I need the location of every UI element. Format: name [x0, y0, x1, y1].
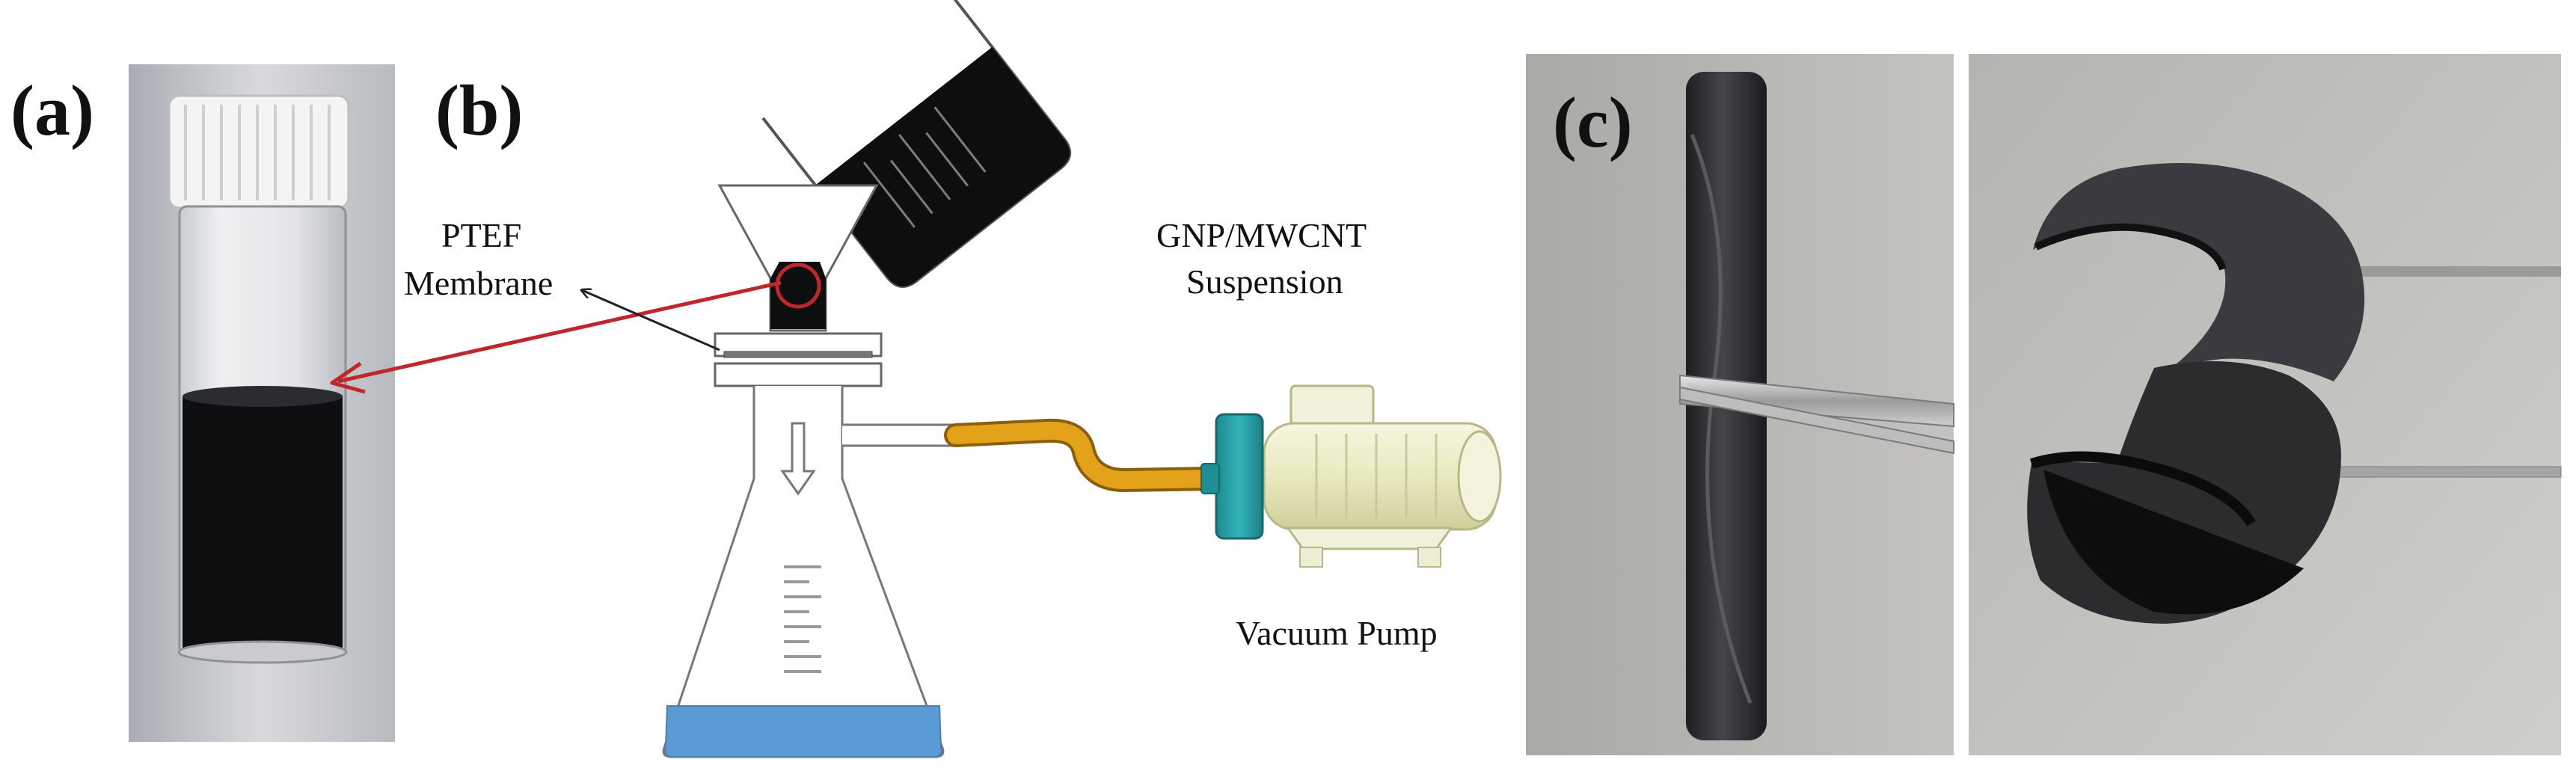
clamp-plate-bottom — [714, 362, 883, 387]
panel-label-c: (c) — [1553, 82, 1633, 162]
membrane-highlight-circle — [775, 262, 821, 309]
membrane-label-line2: Membrane — [404, 264, 553, 302]
vial-base — [177, 640, 348, 664]
rod-top — [2356, 266, 2561, 277]
flask-side-arm — [842, 423, 957, 447]
panel-label-b: (b) — [435, 70, 523, 150]
cap-ridges — [184, 105, 331, 200]
pump-top-box — [1289, 384, 1375, 429]
beaker-graduations — [862, 106, 987, 228]
filtrate — [664, 705, 942, 758]
panel-b: (b) — [330, 0, 1502, 758]
panel-c: (c) — [1526, 54, 2562, 755]
pump-end-cap — [1457, 430, 1502, 523]
rolled-film-photo: (c) — [1526, 54, 1954, 755]
beaker-suspension — [815, 46, 1070, 286]
suspension-label-line2: Suspension — [1186, 262, 1343, 301]
red-arrow-head — [330, 361, 366, 394]
vial-suspension — [183, 389, 343, 654]
vial-photo — [129, 64, 395, 742]
membrane-pointer-arrow — [582, 290, 720, 351]
vial-meniscus — [183, 386, 343, 407]
red-arrow — [337, 280, 782, 384]
vacuum-pump — [1200, 384, 1502, 568]
funnel-suspension — [770, 262, 826, 329]
pump-head — [1215, 413, 1264, 540]
twisted-film-upper — [2033, 163, 2365, 381]
flow-down-arrow — [780, 422, 816, 496]
suspension-label-line1: GNP/MWCNT — [1156, 216, 1367, 254]
twisted-film-photo — [1969, 54, 2562, 755]
panel-label-a: (a) — [10, 70, 94, 150]
pump-feet — [1286, 526, 1453, 550]
membrane-layer — [723, 351, 873, 358]
pump-inlet — [1200, 463, 1220, 494]
membrane-label-line1: PTEF — [441, 216, 521, 254]
panel-a: (a) — [10, 64, 395, 742]
flask-graduations — [784, 565, 821, 673]
pump-label: Vacuum Pump — [1236, 614, 1438, 652]
